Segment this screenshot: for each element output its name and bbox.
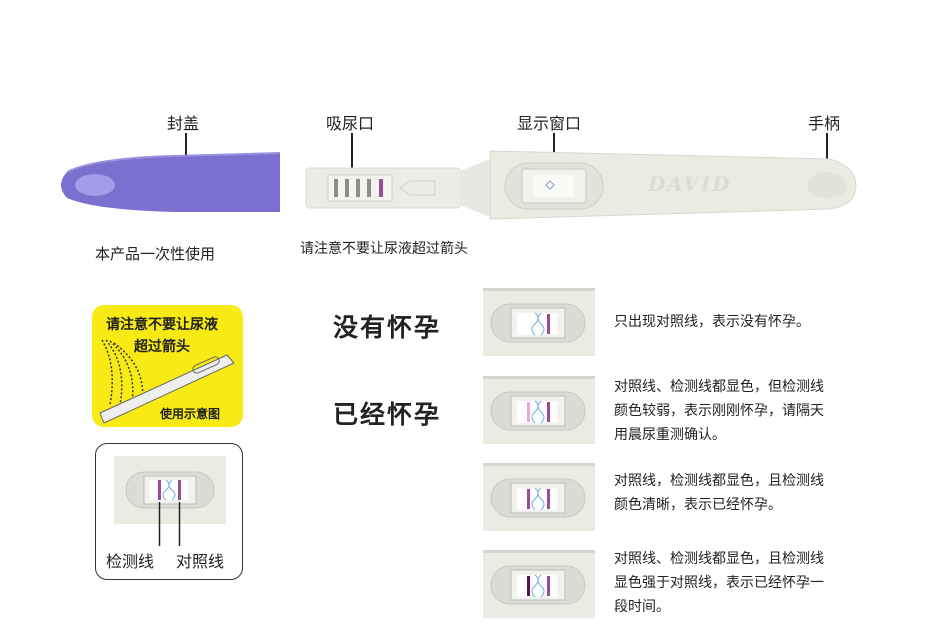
arrow-warning-note: 请注意不要让尿液超过箭头 — [300, 241, 468, 257]
control-line-label: 对照线 — [176, 552, 225, 571]
heading-pregnant: 已经怀孕 — [333, 400, 442, 429]
reagent-pattern — [531, 487, 545, 511]
description-line: 对照线、检测线都显色，且检测线 — [614, 551, 824, 567]
label-window: 显示窗口 — [517, 114, 582, 133]
line-legend-box: 检测线 对照线 — [95, 443, 243, 580]
control-line — [547, 489, 550, 509]
result-strip-image — [483, 376, 595, 444]
leader-line — [826, 133, 828, 175]
control-line — [547, 402, 550, 422]
usage-caption: 使用示意图 — [160, 407, 221, 421]
test-line-label: 检测线 — [106, 552, 155, 571]
description-line: 对照线，检测线都显色，且检测线 — [614, 473, 824, 489]
test-line — [527, 576, 530, 596]
reagent-pattern — [531, 574, 545, 598]
control-line — [547, 314, 550, 334]
legend-strip-image — [114, 456, 226, 546]
test-line — [527, 402, 530, 422]
description-line: 颜色较弱，表示刚刚怀孕，请隔天 — [614, 403, 824, 419]
description-line: 显色强于对照线，表示已经怀孕一 — [614, 575, 824, 591]
description-line: 只出现对照线，表示没有怀孕。 — [614, 314, 810, 330]
usage-line1: 请注意不要让尿液 — [106, 317, 218, 333]
description-line: 段时间。 — [614, 599, 670, 615]
brand-logo: DAVID — [648, 172, 732, 196]
result-description: 只出现对照线，表示没有怀孕。 — [614, 310, 810, 334]
heading-not-pregnant: 没有怀孕 — [333, 313, 442, 342]
result-strip-image — [483, 550, 595, 618]
result-description: 对照线，检测线都显色，且检测线颜色清晰，表示已经怀孕。 — [614, 469, 824, 517]
description-line: 颜色清晰，表示已经怀孕。 — [614, 497, 782, 513]
label-handle: 手柄 — [808, 114, 841, 133]
description-line: 用晨尿重测确认。 — [614, 427, 726, 443]
control-line — [547, 576, 550, 596]
result-description: 对照线、检测线都显色，但检测线颜色较弱，表示刚刚怀孕，请隔天用晨尿重测确认。 — [614, 375, 824, 447]
description-line: 对照线、检测线都显色，但检测线 — [614, 379, 824, 395]
result-strip-image — [483, 288, 595, 356]
cap-image — [61, 152, 281, 212]
reagent-pattern — [531, 400, 545, 424]
test-line — [527, 489, 530, 509]
single-use-note: 本产品一次性使用 — [95, 245, 216, 263]
result-strip-image — [483, 463, 595, 531]
usage-line2: 超过箭头 — [134, 339, 190, 355]
leader-line — [351, 133, 353, 191]
urine-stream-illustration — [99, 339, 235, 424]
result-description: 对照线、检测线都显色，且检测线显色强于对照线，表示已经怀孕一段时间。 — [614, 547, 824, 619]
reagent-pattern — [531, 312, 545, 336]
usage-illustration-box: 请注意不要让尿液 超过箭头 使用示意图 — [92, 305, 243, 427]
label-cap: 封盖 — [167, 114, 200, 133]
test-stick-image — [305, 150, 857, 220]
label-inlet: 吸尿口 — [326, 114, 375, 133]
